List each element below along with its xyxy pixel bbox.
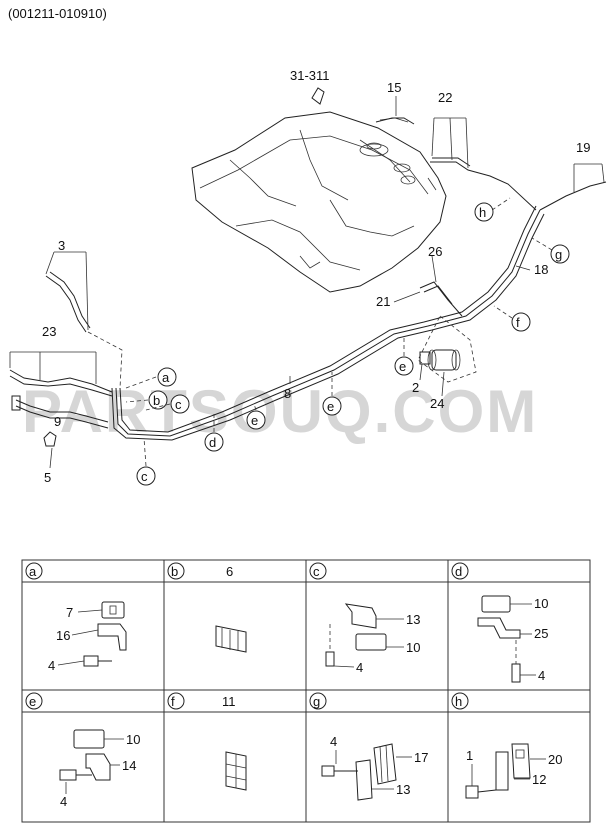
svg-text:20: 20 — [548, 752, 562, 767]
callout-26: 26 — [428, 244, 442, 259]
svg-text:h: h — [455, 694, 462, 709]
panel-e: e 10 14 4 — [25, 692, 140, 809]
svg-text:1: 1 — [466, 748, 473, 763]
callout-3: 3 — [58, 238, 65, 253]
svg-text:4: 4 — [538, 668, 545, 683]
panel-f: f 11 — [167, 692, 247, 791]
callout-9: 9 — [54, 414, 61, 429]
callout-23: 23 — [42, 324, 56, 339]
svg-text:g: g — [555, 247, 562, 262]
callout-22: 22 — [438, 90, 452, 105]
callout-19: 19 — [576, 140, 590, 155]
svg-text:10: 10 — [534, 596, 548, 611]
panel-g: g 4 17 13 — [309, 692, 428, 801]
callout-24: 24 — [430, 396, 444, 411]
fuel-lines — [111, 205, 545, 441]
svg-text:11: 11 — [222, 694, 236, 709]
header-code: (001211-010910) — [8, 6, 107, 21]
svg-text:13: 13 — [406, 612, 420, 627]
svg-text:4: 4 — [48, 658, 55, 673]
panel-h: h 1 20 12 — [451, 692, 562, 799]
svg-text:h: h — [479, 205, 486, 220]
svg-text:d: d — [455, 564, 462, 579]
detail-grid — [21, 559, 591, 823]
callout-5: 5 — [44, 470, 51, 485]
svg-text:b: b — [153, 393, 160, 408]
svg-text:16: 16 — [56, 628, 70, 643]
panel-c: c 13 10 4 — [309, 562, 420, 675]
filler-vent-line — [539, 181, 607, 211]
svg-text:a: a — [162, 370, 170, 385]
svg-text:e: e — [327, 399, 334, 414]
svg-text:e: e — [399, 359, 406, 374]
callout-2: 2 — [412, 380, 419, 395]
svg-text:c: c — [175, 397, 182, 412]
svg-text:c: c — [141, 469, 148, 484]
svg-text:e: e — [29, 694, 36, 709]
svg-text:4: 4 — [330, 734, 337, 749]
svg-text:b: b — [171, 564, 178, 579]
svg-text:7: 7 — [66, 605, 73, 620]
panel-d: d 10 25 4 — [451, 562, 548, 683]
left-hoses — [9, 251, 123, 447]
fuel-tank — [191, 111, 447, 293]
callout-15: 15 — [387, 80, 401, 95]
svg-text:14: 14 — [122, 758, 136, 773]
svg-text:10: 10 — [406, 640, 420, 655]
sender-gasket — [311, 87, 325, 105]
svg-text:g: g — [313, 694, 320, 709]
svg-text:17: 17 — [414, 750, 428, 765]
svg-text:c: c — [313, 564, 320, 579]
vent-hose — [375, 117, 415, 125]
callout-18: 18 — [534, 262, 548, 277]
fuel-filter — [417, 315, 477, 383]
svg-text:f: f — [171, 694, 175, 709]
svg-text:a: a — [29, 564, 37, 579]
svg-text:f: f — [516, 315, 520, 330]
vapor-hoses — [430, 117, 537, 211]
svg-text:4: 4 — [356, 660, 363, 675]
panel-b: b 6 — [167, 562, 247, 653]
svg-text:10: 10 — [126, 732, 140, 747]
watermark: PARTSOUQ.COM — [22, 378, 538, 445]
callout-21: 21 — [376, 294, 390, 309]
svg-text:4: 4 — [60, 794, 67, 809]
clip-markers: a b c c d e e e f g h — [125, 197, 570, 486]
callout-31-311: 31-311 — [290, 68, 330, 83]
svg-text:6: 6 — [226, 564, 233, 579]
svg-text:d: d — [209, 435, 216, 450]
callout-8: 8 — [284, 386, 291, 401]
svg-text:13: 13 — [396, 782, 410, 797]
svg-text:12: 12 — [532, 772, 546, 787]
svg-text:25: 25 — [534, 626, 548, 641]
panel-a: a 7 16 4 — [25, 562, 127, 673]
svg-text:e: e — [251, 413, 258, 428]
